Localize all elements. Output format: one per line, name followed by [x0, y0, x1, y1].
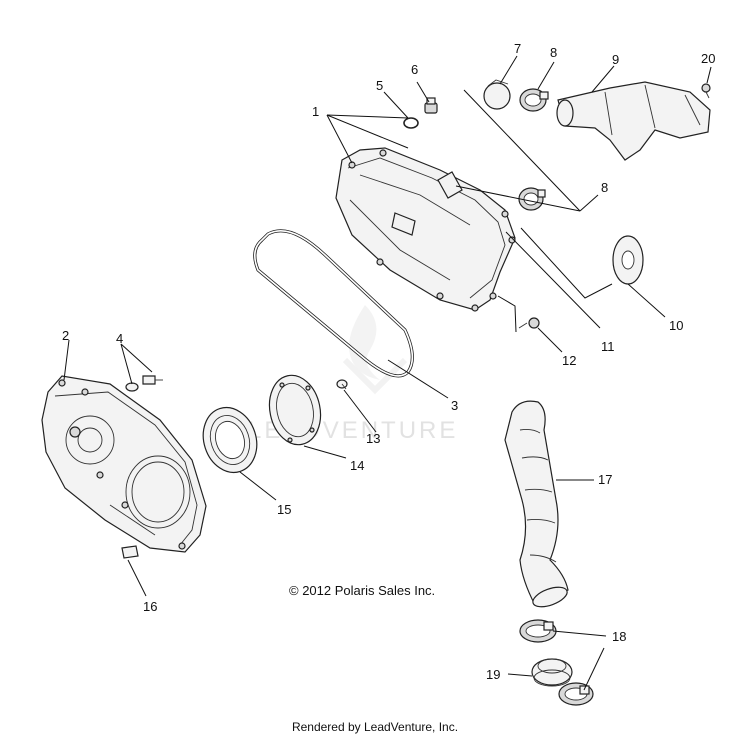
callout-13: 13: [366, 431, 380, 446]
watermark-logo: [342, 305, 408, 395]
callout-6: 6: [411, 62, 418, 77]
bolt-washer: [125, 375, 163, 392]
tube-clamp-lower: [558, 682, 594, 706]
tube-adapter: [531, 658, 573, 687]
callout-2: 2: [62, 328, 69, 343]
duct-screw: [701, 83, 711, 99]
callout-8-upper: 8: [550, 45, 557, 60]
callout-12: 12: [562, 353, 576, 368]
callout-18: 18: [612, 629, 626, 644]
callout-16: 16: [143, 599, 157, 614]
callout-20: 20: [701, 51, 715, 66]
callout-7: 7: [514, 41, 521, 56]
cover-bolt: [518, 317, 540, 329]
intake-duct: [556, 81, 711, 161]
callout-19: 19: [486, 667, 500, 682]
callout-4: 4: [116, 331, 123, 346]
duct-coupler: [483, 79, 511, 110]
callout-1: 1: [312, 104, 319, 119]
callout-17: 17: [598, 472, 612, 487]
drive-belt-inner: [254, 230, 414, 377]
callout-10: 10: [669, 318, 683, 333]
outer-clutch-cover: [41, 375, 207, 553]
washer: [612, 235, 644, 285]
callout-11: 11: [601, 339, 615, 354]
drain-plug: [424, 97, 438, 114]
callout-9: 9: [612, 52, 619, 67]
gasket-plate: [268, 374, 322, 446]
callout-8-lower: 8: [601, 180, 608, 195]
footer-credit: Rendered by LeadVenture, Inc.: [291, 720, 459, 734]
intake-tube: [504, 400, 569, 608]
small-screw: [336, 379, 348, 390]
callout-15: 15: [277, 502, 291, 517]
inner-clutch-cover: [335, 147, 516, 312]
o-ring: [403, 117, 419, 129]
seal-ring: [202, 407, 258, 473]
callout-3: 3: [451, 398, 458, 413]
decal-label: [121, 545, 139, 559]
callout-5: 5: [376, 78, 383, 93]
callout-14: 14: [350, 458, 364, 473]
callouts: 1 2 3 4 5 6 7 8 8 9 10 11 12 13 14 15 16…: [62, 41, 715, 682]
copyright-text: © 2012 Polaris Sales Inc.: [289, 583, 435, 598]
hose-clamp-upper: [519, 88, 549, 112]
tube-clamp-upper: [519, 619, 557, 643]
leader-lines: [63, 55, 712, 691]
